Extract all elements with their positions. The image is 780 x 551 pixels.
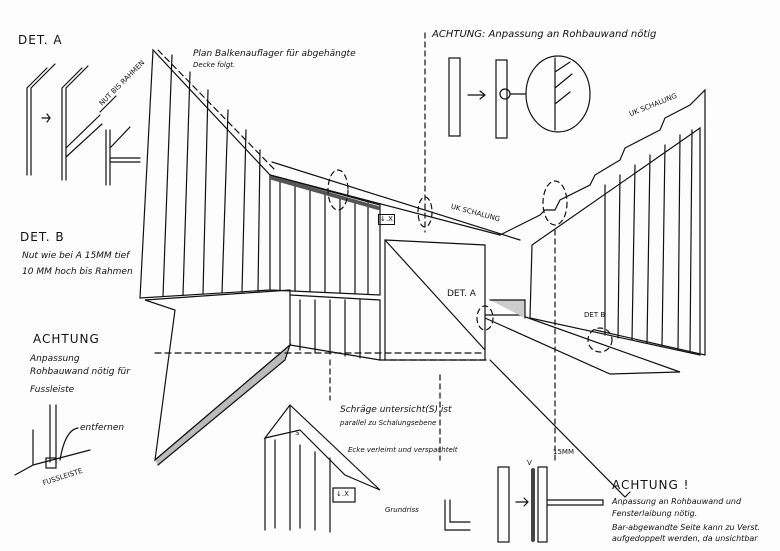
left-wall: [139, 48, 521, 299]
dimension-label: 15MM: [553, 448, 574, 456]
det-a-reference: DET. A: [447, 289, 476, 299]
left-warning-title: ACHTUNG: [33, 332, 100, 346]
bottom-warning-line3: Bar-abgewandte Seite kann zu Verst.: [612, 523, 761, 532]
top-detail: [448, 55, 591, 139]
reference-lines: [327, 32, 613, 461]
section-detail: [497, 466, 604, 543]
det-a-drawing: [26, 63, 141, 186]
back-opening: [154, 239, 681, 498]
det-a-title: DET. A: [18, 33, 63, 47]
plan-note-line1: Plan Balkenauflager für abgehängte: [193, 49, 356, 59]
left-warning-line2: Rohbauwand nötig für: [30, 367, 130, 377]
bottom-warning-title: ACHTUNG !: [612, 478, 690, 492]
bottom-warning-line4: aufgedoppelt werden, da unsichtbar: [612, 534, 758, 543]
marker-box-2: ↓.X: [336, 490, 349, 498]
right-wall: [499, 88, 706, 356]
marker-box: ↓.X: [378, 214, 395, 225]
lower-left-wall: [144, 289, 381, 466]
left-warning-line1: Anpassung: [30, 354, 80, 364]
slope-note-line1: Schräge untersicht(S) ist: [340, 405, 452, 415]
plan-note-line2: Decke folgt.: [193, 61, 236, 69]
det-b-line2: 10 MM hoch bis Rahmen: [22, 267, 133, 277]
top-warning: ACHTUNG: Anpassung an Rohbauwand nötig: [432, 29, 657, 40]
grundriss-label: Grundriss: [385, 506, 419, 514]
corner-note: Ecke verleimt und verspachtelt: [348, 446, 458, 454]
corner-detail: [263, 404, 471, 533]
bottom-warning-line1: Anpassung an Rohbauwand und: [612, 497, 742, 506]
det-b-title: DET. B: [20, 230, 65, 244]
slope-note-line2: parallel zu Schalungsebene: [340, 419, 437, 427]
v-label: V: [527, 459, 532, 467]
s-label: S: [295, 429, 300, 437]
bottom-warning-line2: Fensterlaibung nötig.: [612, 509, 698, 518]
det-b-line1: Nut wie bei A 15MM tief: [22, 251, 130, 261]
det-b-reference: DET B: [584, 311, 606, 319]
remove-label: entfernen: [80, 423, 125, 433]
left-warning-line3: Fussleiste: [30, 385, 75, 395]
fussleiste-detail: [14, 404, 91, 476]
